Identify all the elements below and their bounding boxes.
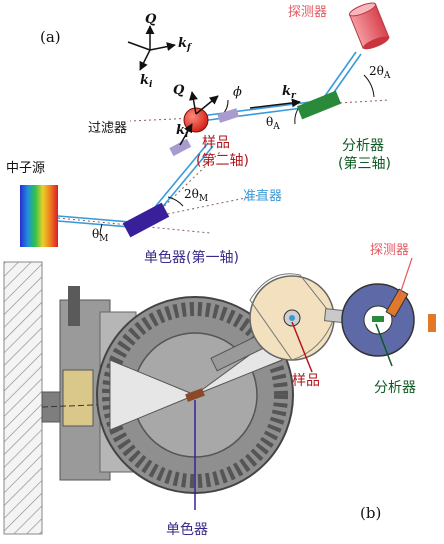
kr-label: kr: [282, 84, 297, 101]
analyzer-leader: [375, 323, 393, 367]
two-theta-m-arc: [167, 196, 184, 207]
mono-label-b: 单色器: [166, 521, 208, 538]
two-theta-a-label: 2θA: [369, 64, 391, 81]
theta-m-arc: [99, 223, 103, 236]
two-theta-m-label: 2θM: [184, 187, 208, 204]
detector-side: [428, 314, 436, 332]
panel-a: (a) 中子源: [6, 2, 391, 266]
ki-top-label: ki: [140, 73, 153, 90]
filter-label: 过滤器: [88, 121, 127, 136]
top-axes: [127, 25, 176, 71]
theta-a-label: θA: [266, 115, 280, 132]
analyzer-crystal-b: [372, 316, 384, 322]
analyzer-crystal: [296, 90, 342, 120]
q-mid-label: Q: [173, 83, 185, 98]
detector-b: [385, 288, 409, 318]
sample-label-b: 样品: [292, 373, 320, 389]
drum-opening: [109, 359, 197, 431]
collimator-label: 准直器: [243, 189, 282, 204]
ki-mid-label: ki: [176, 123, 189, 140]
shutter-block: [62, 369, 94, 427]
mono-drum-ring: [102, 302, 288, 488]
two-theta-a-arc: [363, 74, 375, 98]
theta-m-label: θM: [92, 227, 108, 244]
detector-label: 探测器: [288, 5, 327, 20]
monochromator-crystal: [122, 202, 170, 238]
mono-label: 单色器(第一轴): [144, 249, 239, 266]
kf-top-label: kf: [178, 36, 193, 53]
analyzer-label: 分析器: [342, 138, 384, 154]
detector-cylinder: [348, 2, 390, 50]
q-top-label: Q: [145, 12, 157, 27]
filter-block: [217, 108, 240, 123]
shield-wall: [3, 261, 43, 535]
detector-label-b: 探测器: [370, 243, 409, 258]
phi-label: ϕ: [233, 85, 242, 100]
detector-leader: [397, 257, 413, 301]
panel-b-label: (b): [360, 504, 381, 522]
panel-b: 探测器 样品 分析器 单色器 (b): [3, 243, 436, 538]
sample-label: 样品: [202, 135, 230, 151]
mono-crystal-b: [185, 388, 205, 402]
analyzer-label-b: 分析器: [374, 380, 416, 396]
neutron-source: [20, 185, 58, 247]
sample-axis-label: (第二轴): [196, 152, 249, 169]
panel-a-label: (a): [40, 28, 61, 46]
analyzer-axis-label: (第三轴): [338, 155, 391, 172]
sample-leader: [291, 321, 313, 373]
sample-axes: [179, 91, 301, 146]
source-label: 中子源: [6, 161, 45, 176]
shutter-post: [68, 286, 80, 326]
collimator-block: [169, 138, 192, 157]
sample-point: [289, 315, 295, 321]
